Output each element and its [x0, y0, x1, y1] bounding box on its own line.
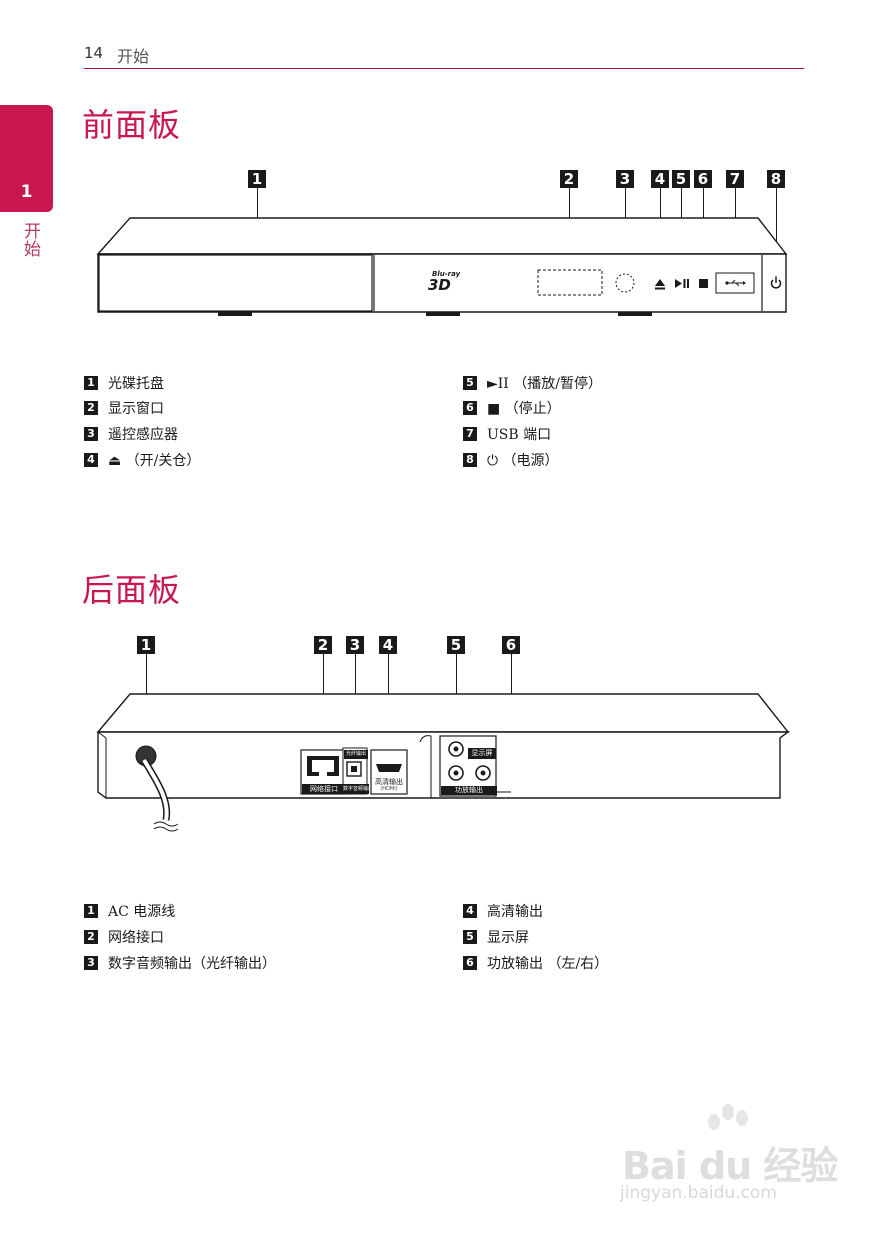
front-leader-8: [776, 188, 777, 278]
rear-callout-3: 3: [346, 636, 364, 654]
bluray-3d-logo-text: 3D: [428, 276, 451, 294]
bluray-logo-text: Blu-ray: [432, 270, 461, 278]
legend-badge: 4: [463, 904, 477, 918]
front-panel-illustration: [96, 217, 788, 316]
amp-port-label: 功放输出: [441, 786, 497, 795]
legend-badge: 5: [463, 376, 477, 390]
legend-text: 光碟托盘: [108, 376, 164, 392]
front-callout-4: 4: [651, 170, 669, 188]
legend-text: 显示屏: [487, 930, 529, 946]
legend-badge: 6: [463, 401, 477, 415]
rear-callout-2: 2: [314, 636, 332, 654]
rear-panel-title: 后面板: [82, 571, 182, 609]
legend-text: ⏻ （电源）: [487, 453, 559, 469]
legend-text: 高清输出: [487, 904, 543, 920]
lan-port-label: 网络接口: [302, 784, 346, 794]
optical-top-label: 光纤输出: [344, 750, 368, 759]
chapter-heading: 开始: [117, 47, 150, 66]
rear-panel-illustration: [96, 693, 791, 832]
rear-callout-6: 6: [502, 636, 520, 654]
front-legend-item: 5 ►II （播放/暂停）: [463, 373, 602, 393]
front-callout-8: 8: [767, 170, 785, 188]
legend-badge: 1: [84, 376, 98, 390]
front-legend-item: 3 遥控感应器: [84, 424, 178, 444]
legend-text: 遥控感应器: [108, 427, 178, 443]
rear-legend-item: 6 功放输出 （左/右）: [463, 953, 608, 973]
hdmi-port-sublabel: (HDMI): [380, 786, 398, 792]
legend-text: 数字音频输出（光纤输出）: [108, 956, 276, 972]
front-legend-item: 7 USB 端口: [463, 424, 551, 444]
paw-watermark-icon: [708, 1104, 748, 1130]
front-legend-item: 6 ■ （停止）: [463, 398, 561, 418]
header-divider: [84, 68, 804, 69]
rear-callout-1: 1: [137, 636, 155, 654]
watermark-logo: Bai du 经验: [622, 1144, 838, 1188]
front-legend-item: 2 显示窗口: [84, 398, 164, 418]
rear-legend-item: 1 AC 电源线: [84, 901, 175, 921]
legend-text: USB 端口: [487, 427, 552, 443]
legend-badge: 8: [463, 453, 477, 467]
legend-badge: 3: [84, 427, 98, 441]
legend-text: ⏏ （开/关仓）: [108, 453, 201, 469]
front-panel-title: 前面板: [82, 106, 182, 144]
rear-legend-item: 2 网络接口: [84, 927, 164, 947]
front-legend-item: 1 光碟托盘: [84, 373, 164, 393]
legend-badge: 1: [84, 904, 98, 918]
rear-legend-item: 3 数字音频输出（光纤输出）: [84, 953, 276, 973]
front-legend-item: 4 ⏏ （开/关仓）: [84, 450, 200, 470]
optical-port-label: 数字音频输出: [343, 784, 369, 794]
legend-badge: 5: [463, 930, 477, 944]
front-legend-item: 8 ⏻ （电源）: [463, 450, 559, 470]
front-callout-2: 2: [560, 170, 578, 188]
legend-text: 网络接口: [108, 930, 164, 946]
chapter-side-label: 开始: [20, 222, 40, 258]
legend-text: AC 电源线: [108, 904, 176, 920]
legend-text: ■ （停止）: [487, 401, 561, 417]
legend-badge: 6: [463, 956, 477, 970]
watermark-url: jingyan.baidu.com: [620, 1183, 777, 1203]
chapter-side-tab: [0, 105, 53, 212]
legend-badge: 2: [84, 401, 98, 415]
front-callout-3: 3: [616, 170, 634, 188]
legend-badge: 2: [84, 930, 98, 944]
rear-legend-item: 5 显示屏: [463, 927, 529, 947]
legend-badge: 4: [84, 453, 98, 467]
legend-badge: 7: [463, 427, 477, 441]
legend-text: 功放输出 （左/右）: [487, 956, 609, 972]
page-number: 14: [84, 44, 104, 62]
display-port-label: 显示屏: [468, 748, 496, 759]
legend-text: ►II （播放/暂停）: [487, 376, 602, 392]
hdmi-port-label: 高清输出: [375, 778, 403, 786]
front-callout-7: 7: [726, 170, 744, 188]
legend-text: 显示窗口: [108, 401, 164, 417]
legend-badge: 3: [84, 956, 98, 970]
front-callout-5: 5: [672, 170, 690, 188]
chapter-side-number: 1: [20, 182, 33, 202]
front-callout-6: 6: [694, 170, 712, 188]
rear-legend-item: 4 高清输出: [463, 901, 543, 921]
rear-callout-5: 5: [447, 636, 465, 654]
rear-callout-4: 4: [379, 636, 397, 654]
front-callout-1: 1: [248, 170, 266, 188]
